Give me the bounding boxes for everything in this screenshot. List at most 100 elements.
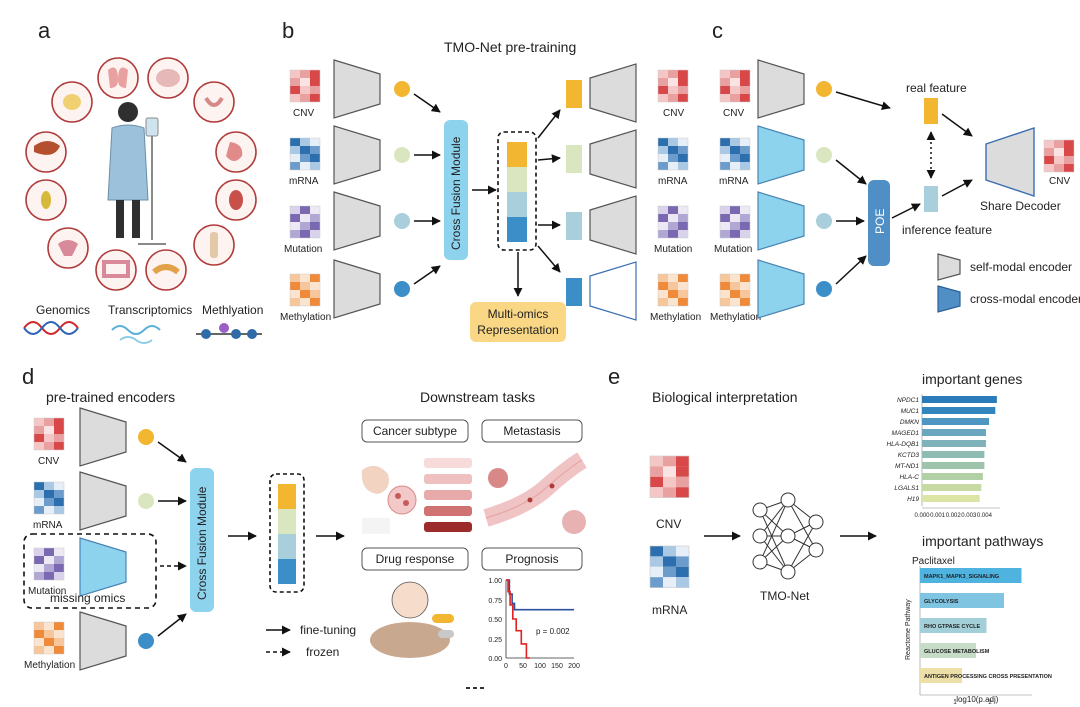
b-multiomics-representation: [470, 302, 566, 342]
km-ytick: 0.75: [488, 598, 502, 605]
e-model-label: TMO-Net: [760, 589, 810, 603]
b-fusion-label: Cross Fusion Module: [449, 136, 463, 250]
gene-xtick: 0.003: [961, 513, 977, 519]
b-latent-methylation: [394, 281, 410, 297]
b-decoder-methylation: [589, 261, 637, 321]
b-output-cnv-label: CNV: [663, 108, 684, 119]
c-encoder-mutation: [757, 191, 805, 251]
gene-xtick: 0.004: [977, 513, 993, 519]
c-encoder-cnv: [757, 59, 805, 119]
genes-chart-title: important genes: [922, 371, 1022, 387]
panel-letter-d: d: [22, 364, 34, 389]
km-ytick: 1.00: [488, 578, 502, 585]
task-cancer-subtype: [361, 419, 469, 443]
b-encoder-mutation: [333, 191, 381, 251]
gene-label: MAGED1: [892, 430, 920, 437]
c-poe-label: POE: [873, 209, 887, 234]
gene-label: H19: [907, 496, 919, 503]
km-curve: [506, 579, 574, 611]
c-output-cnv-label: CNV: [1049, 176, 1070, 187]
d-input-cnv-label: CNV: [38, 456, 59, 467]
d-encoder-methylation: [79, 611, 127, 671]
km-ytick: 0.00: [488, 656, 502, 663]
pathways-xlabel: -log10(p.adj): [954, 695, 999, 704]
metastasis-illustration: [483, 452, 587, 534]
task-metastasis-label: Metastasis: [503, 424, 560, 438]
b-rep-label-2: Representation: [477, 323, 558, 337]
gene-label: NPDC1: [897, 397, 919, 404]
c-inference-feature: [924, 186, 938, 212]
km-xtick: 200: [568, 663, 580, 670]
d-input-methylation-label: Methylation: [24, 660, 75, 671]
b-latent-mrna: [394, 147, 410, 163]
c-real-feature: [924, 98, 938, 124]
pathways-subtitle: Paclitaxel: [912, 556, 955, 567]
gene-xtick: 0.002: [946, 513, 962, 519]
gene-bar: [922, 429, 986, 436]
b-decoder-cnv: [589, 63, 637, 123]
gene-label: DMKN: [900, 419, 919, 426]
gene-bar: [922, 407, 996, 414]
pathway-label: ANTIGEN PROCESSING CROSS PRESENTATION: [924, 674, 1052, 680]
gene-bar: [922, 484, 982, 491]
task-cancer-subtype-label: Cancer subtype: [373, 424, 457, 438]
e-input-cnv-label: CNV: [656, 517, 681, 531]
gene-xtick: 0.001: [930, 513, 946, 519]
gene-bar: [922, 473, 983, 480]
gene-bar: [922, 462, 985, 469]
b-decoder-mutation: [589, 195, 637, 255]
km-ytick: 0.50: [488, 617, 502, 624]
legend-cross-encoder-icon: [937, 285, 961, 313]
omics-label-transcriptomics: Transcriptomics: [108, 303, 192, 317]
pathway-label: GLUCOSE METABOLISM: [924, 649, 990, 655]
pathways-chart-title: important pathways: [922, 533, 1043, 549]
e-input-mrna-label: mRNA: [652, 603, 687, 617]
c-decoder-label: Share Decoder: [980, 199, 1061, 213]
km-ytick: 0.25: [488, 637, 502, 644]
d-encoders-title: pre-trained encoders: [46, 389, 175, 405]
gene-bar: [922, 451, 985, 458]
b-decoder-mrna: [589, 129, 637, 189]
panel-letter-e: e: [608, 364, 620, 389]
km-curve: [506, 579, 530, 659]
c-encoder-methylation: [757, 259, 805, 319]
pathway-label: GLYCOLYSIS: [924, 599, 959, 605]
b-latent-cnv: [394, 81, 410, 97]
gene-bar: [922, 495, 980, 502]
pathway-xtick: 2: [988, 700, 992, 706]
b-output-mutation-label: Mutation: [654, 244, 692, 255]
b-latent-mutation: [394, 213, 410, 229]
b-input-methylation-label: Methylation: [280, 312, 331, 323]
b-rep-label-1: Multi-omics: [488, 307, 549, 321]
gene-label: HLA-C: [899, 474, 919, 481]
d-missing-omics-box: [23, 533, 157, 609]
pathway-xtick: 1: [953, 700, 957, 706]
b-cross-fusion-module: [444, 120, 468, 260]
panel-b: b TMO-Net pre-training CNV mRNA Mutation…: [280, 18, 701, 342]
pathway-bar: [920, 618, 987, 633]
pathway-label: MAPK1_MAPK3_SIGNALING: [924, 574, 999, 580]
legend-cross-encoder-label: cross-modal encoder: [970, 292, 1080, 306]
b-encoder-methylation: [333, 259, 381, 319]
task-metastasis: [481, 419, 583, 443]
c-input-cnv-label: CNV: [723, 108, 744, 119]
organ-thyroid-icon: [193, 81, 235, 123]
pathway-bar: [920, 643, 976, 658]
drug-response-illustration: [370, 581, 454, 658]
methylation-icon: [196, 323, 262, 339]
c-inference-feature-label: inference feature: [902, 223, 992, 237]
d-encoder-cnv: [79, 407, 127, 467]
d-missing-omics-label: missing omics: [50, 591, 125, 605]
panel-c: c CNV mRNA Mutation Methylation POE real…: [710, 18, 1080, 323]
e-title: Biological interpretation: [652, 389, 798, 405]
task-drug-response-label: Drug response: [376, 552, 455, 566]
d-downstream-title: Downstream tasks: [420, 389, 535, 405]
task-drug-response: [361, 547, 469, 571]
gene-label: LGALS1: [894, 485, 919, 492]
b-encoder-cnv: [333, 59, 381, 119]
gene-label: HLA-DQB1: [886, 441, 919, 448]
rna-icon: [111, 325, 161, 344]
km-xtick: 0: [504, 663, 508, 670]
b-output-mrna-label: mRNA: [658, 176, 688, 187]
